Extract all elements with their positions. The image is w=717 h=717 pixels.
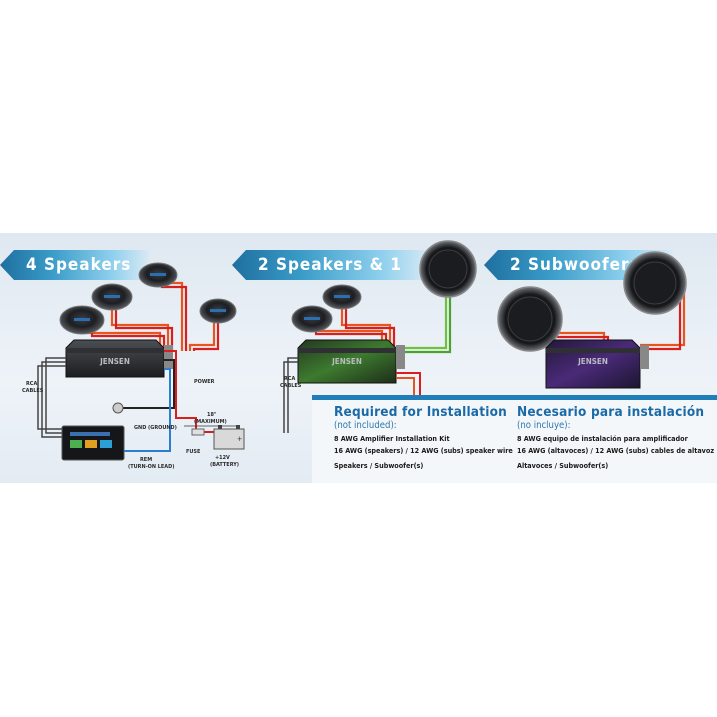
speaker-wires-2 (310, 285, 452, 354)
amplifier-3-icon: JENSEN (545, 339, 649, 389)
rca-cables-label-2: CABLES (22, 388, 44, 394)
rca-cables-label: RCA (26, 381, 37, 387)
power-wires-2 (396, 372, 421, 398)
install-heading-en: Required for Installation (334, 404, 507, 420)
subwoofer-right-icon (623, 251, 687, 315)
speaker-rear-right-icon (138, 262, 178, 288)
subwoofer-left-icon (497, 286, 563, 352)
install-item-es-3: Altavoces / Subwoofer(s) (517, 461, 609, 470)
max-length-label: 18" (207, 412, 217, 418)
amp-brand-3: JENSEN (577, 357, 608, 366)
rca-cables-label-b: RCA (284, 376, 295, 382)
install-spanish: Necesario para instalación (no incluye):… (517, 404, 714, 470)
install-subheading-es: (no incluye): (517, 420, 571, 431)
speaker-left-icon (322, 284, 362, 310)
install-item-en-1: 8 AWG Amplifier Installation Kit (334, 434, 450, 443)
power-label: POWER (194, 379, 215, 385)
head-unit-icon (61, 425, 125, 461)
diagram-2-speakers-1-sub: JENSEN RCA CABLES (280, 240, 477, 433)
banner-2-speakers-1-sub: 2 Speakers & 1 Sub (232, 250, 432, 280)
speaker-front-right-icon (199, 298, 237, 324)
wiring-diagrams: JENSEN RCA CABLES (22, 240, 687, 470)
speaker-front-left-icon (59, 305, 105, 335)
max-length-label-2: (MAXIMUM) (194, 419, 227, 425)
power-wires-1 (122, 350, 216, 452)
rca-cables-2 (283, 357, 298, 433)
rca-cables-1 (37, 357, 66, 438)
speaker-rear-left-icon (91, 283, 133, 311)
diagram-4-speakers: JENSEN RCA CABLES (22, 262, 245, 470)
amp-brand-1: JENSEN (99, 357, 130, 366)
ground-point-icon (112, 402, 124, 414)
install-item-en-3: Speakers / Subwoofer(s) (334, 461, 424, 470)
installation-requirements-box (312, 395, 717, 483)
gnd-label: GND (GROUND) (134, 425, 177, 431)
rem-label-2: (TURN-ON LEAD) (128, 464, 174, 470)
rca-cables-label-b2: CABLES (280, 383, 302, 389)
battery-label-2: (BATTERY) (210, 462, 239, 468)
install-english: Required for Installation (not included)… (334, 404, 513, 470)
amplifier-2-icon: JENSEN (297, 339, 405, 384)
fuse-label: FUSE (186, 449, 201, 455)
install-subheading-en: (not included): (334, 420, 397, 431)
install-item-es-1: 8 AWG equipo de instalación para amplifi… (517, 434, 688, 443)
diagram-2-subwoofers: JENSEN (497, 251, 687, 389)
amp-brand-2: JENSEN (331, 357, 362, 366)
wiring-diagram-panel: 4 Speakers 2 Speakers & 1 Sub 2 Subwoofe… (0, 233, 717, 483)
installation-box-accent-bar (312, 395, 717, 400)
install-item-es-2: 16 AWG (altavoces) / 12 AWG (subs) cable… (517, 446, 715, 455)
battery-label: +12V (215, 455, 230, 461)
speaker-right-icon (291, 305, 333, 333)
install-heading-es: Necesario para instalación (517, 404, 705, 420)
rem-label: REM (140, 457, 152, 463)
install-item-en-2: 16 AWG (speakers) / 12 AWG (subs) speake… (334, 446, 513, 455)
amplifier-1-icon: JENSEN (65, 339, 173, 378)
battery-icon: + (213, 425, 245, 450)
svg-text:+: + (237, 435, 242, 443)
banner-4-speakers: 4 Speakers (0, 250, 150, 280)
fuse-icon (191, 428, 205, 436)
subwoofer-icon (419, 240, 477, 298)
